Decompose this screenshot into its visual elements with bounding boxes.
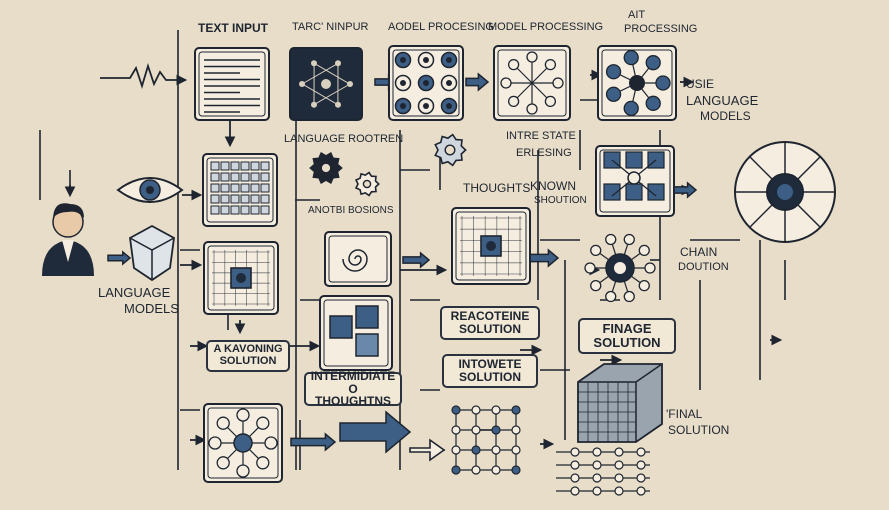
document-icon [194,47,270,121]
network-panel-bottom-left [203,403,283,483]
finage-solution-line2: SOLUTION [593,335,661,350]
label-chain-1: CHAIN [680,245,718,259]
reasoning-solution-box: REACOTEINE SOLUTION [440,306,540,340]
spiral-panel-icon [324,231,392,287]
cube-icon [129,224,175,282]
label-model-processing-b: MODEL PROCESSING [488,21,604,33]
gear-icon-small [354,171,380,197]
circuit-panel-left [203,241,279,315]
label-using-lm-1: USIE [686,77,715,91]
finage-solution-box: FINAGE SOLUTION [578,318,676,354]
blue-arrows [107,72,698,462]
knowing-solution-line1: A KAVONING [213,343,283,356]
label-known-solution: SHOUTION [534,195,587,206]
knowing-solution-line2: SOLUTION [219,355,277,367]
label-using-lm-2: LANGUAGE [686,93,759,108]
intermediate-thoughts-box: INTERMIDIATE O THOUGHTNS [304,369,402,409]
eye-icon [116,177,184,203]
network-panel-right [595,145,675,217]
radial-wheel-icon [734,141,836,243]
label-text-input: TEXT INPUT [198,21,269,35]
gear-icon-large [309,152,343,184]
person-icon [42,203,94,276]
intowete-solution-box: INTOWETE SOLUTION [442,354,538,388]
label-model-processing-a: AODEL PROCESING [388,21,494,33]
label-chain-2: DOUTION [678,261,729,273]
bead-chain-icon [556,447,650,496]
finage-solution-line1: FINAGE [602,321,652,337]
gear-icon-top [434,133,467,167]
label-final-2: SOLUTION [668,423,730,437]
puzzle-panel-icon [319,295,393,371]
label-another-solutions: ANOTBI BOSIONS [308,205,394,216]
label-language-models-1: LANGUAGE [98,285,171,300]
intowete-solution-line1: INTOWETE [458,357,522,372]
label-ai-processing-1: AIT [628,9,646,21]
lattice-graph-icon [451,405,521,475]
label-intermediate-top-2: ERLESING [516,147,572,159]
circuit-panel-center [451,207,531,285]
label-thoughts: THOUGHTS [463,181,531,195]
keyboard-grid-icon [202,153,278,227]
label-known: KNOWN [530,179,576,193]
hub-network-icon [584,233,656,303]
ai-processing-network-icon [597,45,677,121]
label-intermediate-top-1: INTRE STATE [506,130,576,142]
label-language-models-2: MODELS [124,301,179,316]
model-processing-network-icon [493,45,571,121]
label-ai-processing-2: PROCESSING [624,23,698,35]
knowing-solution-box: A KAVONING SOLUTION [206,340,290,372]
model-processing-grid-icon [388,45,464,121]
reasoning-solution-line1: REACOTEINE [450,309,530,324]
label-using-lm-3: MODELS [700,109,751,123]
label-final-1: 'FINAL [666,407,703,421]
target-input-network-icon [289,47,363,121]
intowete-solution-line2: SOLUTION [459,370,521,384]
reasoning-solution-line2: SOLUTION [459,322,521,336]
label-target-input: TARC' NINPUR [292,21,369,33]
label-language-problem: LANGUAGE ROOTREN [284,133,404,145]
intermediate-thoughts-line2: O THOUGHTNS [315,381,391,409]
intermediate-thoughts-line1: INTERMIDIATE [310,369,396,384]
grid-cube-icon [577,363,663,443]
